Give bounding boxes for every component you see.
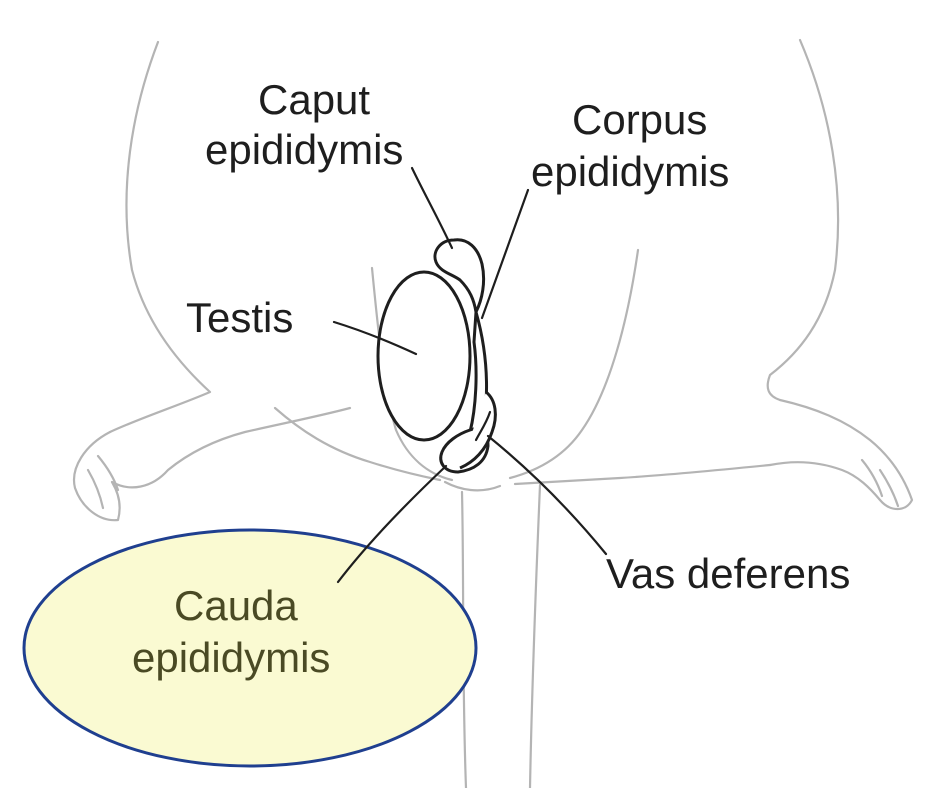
left-flank-outline bbox=[110, 42, 210, 432]
right-leg-curve bbox=[515, 465, 770, 484]
right-foot-outline bbox=[770, 400, 912, 509]
corpus-leader bbox=[482, 190, 528, 318]
caput-label-line1: Caput bbox=[258, 76, 370, 123]
caput-label-line2: epididymis bbox=[205, 126, 403, 173]
caput-leader bbox=[412, 168, 452, 248]
vas-deferens-label: Vas deferens bbox=[606, 550, 850, 597]
cauda-label-line1: Cauda bbox=[174, 582, 298, 629]
tail-outline-right bbox=[530, 485, 540, 788]
testis-shape bbox=[378, 272, 470, 440]
scrotal-outline bbox=[445, 482, 500, 490]
cauda-label-line2: epididymis bbox=[132, 634, 330, 681]
right-flank-outline bbox=[768, 40, 838, 400]
left-foot-outline bbox=[74, 408, 350, 520]
right-inner-thigh bbox=[510, 250, 638, 478]
corpus-label-line2: epididymis bbox=[531, 148, 729, 195]
vas-deferens-leader bbox=[488, 436, 606, 554]
labels: Caput epididymis Corpus epididymis Testi… bbox=[132, 76, 850, 681]
organs bbox=[378, 240, 495, 472]
corpus-label-line1: Corpus bbox=[572, 96, 707, 143]
testis-label: Testis bbox=[186, 294, 293, 341]
